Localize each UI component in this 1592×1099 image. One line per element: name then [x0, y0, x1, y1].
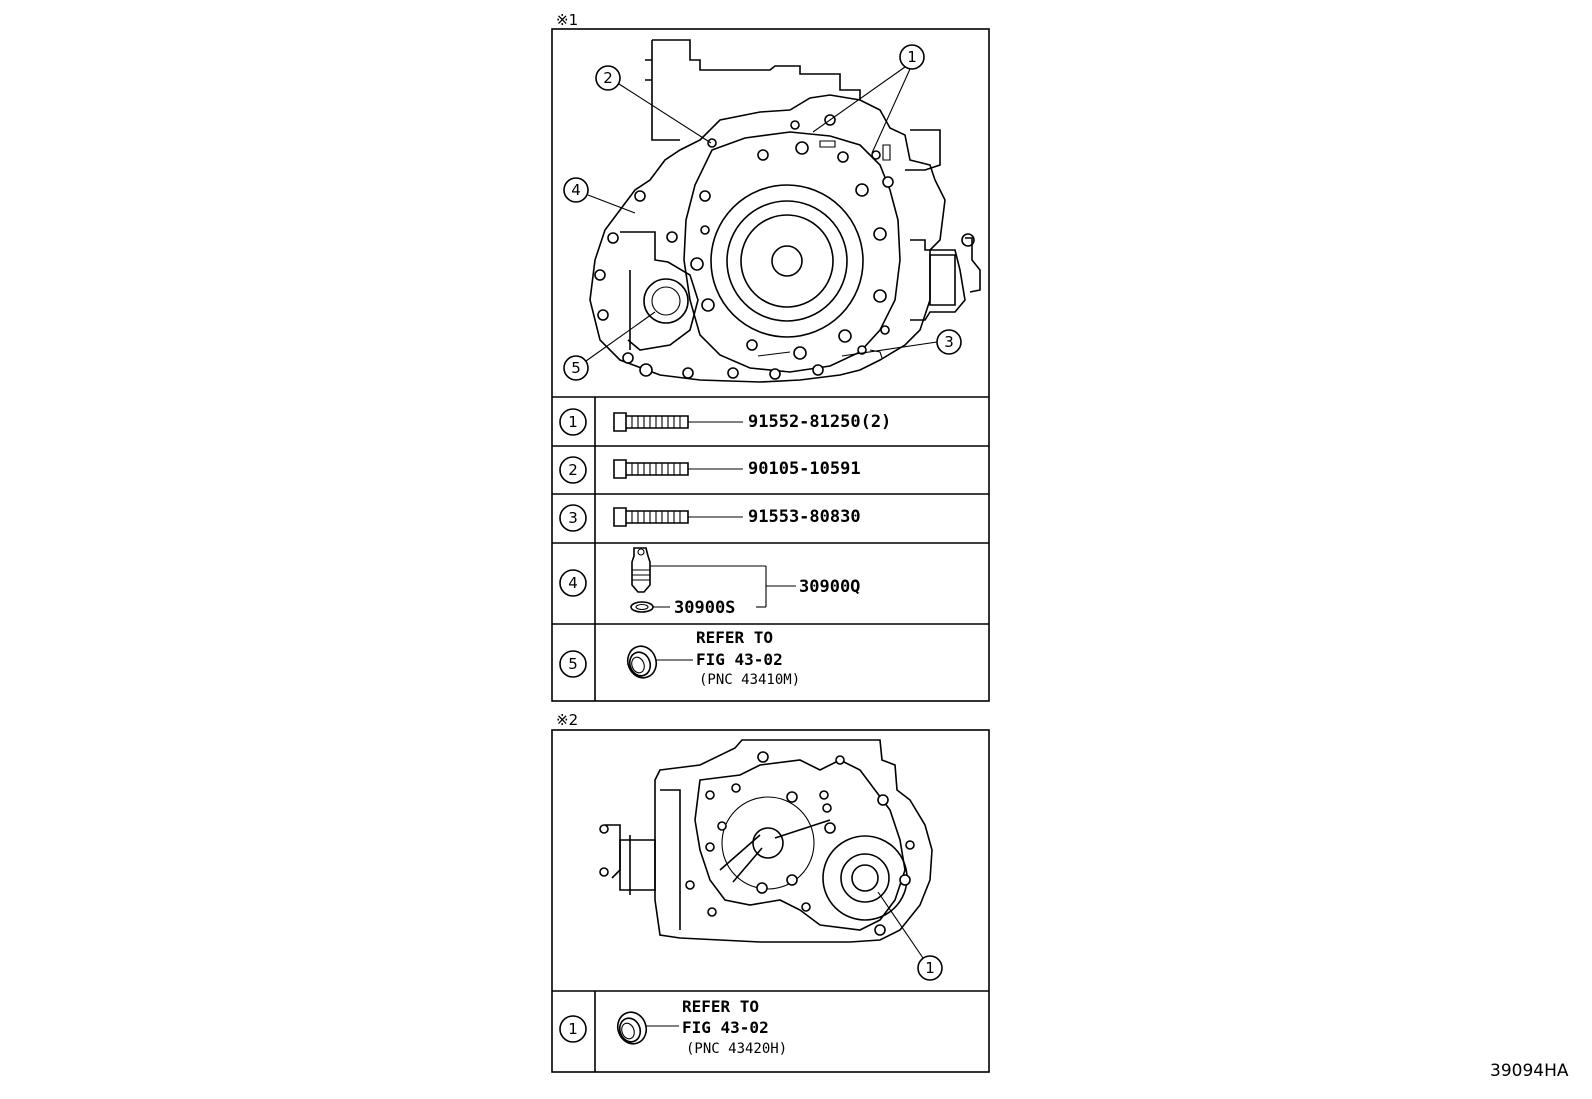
section1-row-1: 1 91552-81250(2) [559, 408, 891, 436]
callout-5: 5 [571, 359, 581, 377]
s2-ref-line1: REFER TO [682, 997, 759, 1016]
section2-marker: ※2 [556, 711, 578, 729]
transmission-front-view [589, 39, 981, 383]
section1-marker: ※1 [556, 11, 578, 29]
ref-line2: FIG 43-02 [696, 650, 783, 669]
figure-code: 39094HA [1490, 1061, 1569, 1081]
section2-frame [551, 729, 990, 1073]
part-number-90105-10591: 90105-10591 [748, 459, 861, 479]
svg-text:1: 1 [568, 1020, 578, 1038]
section1-row-3: 3 91553-80830 [559, 504, 861, 532]
svg-text:1: 1 [568, 413, 578, 431]
bolt-holes [594, 114, 894, 380]
ref-line3: (PNC 43410M) [699, 672, 800, 688]
callout-s2-1: 1 [925, 959, 935, 977]
s2-ref-line2: FIG 43-02 [682, 1018, 769, 1037]
part-number-91553-80830: 91553-80830 [748, 507, 861, 527]
callout-2: 2 [603, 69, 613, 87]
section1-row-4: 4 30900S 30900Q [559, 547, 860, 618]
section2-row-1: 1 REFER TO FIG 43-02 (PNC 43420H) [559, 997, 787, 1057]
part-number-30900Q: 30900Q [799, 577, 860, 597]
svg-text:2: 2 [568, 461, 578, 479]
s2-ref-line3: (PNC 43420H) [686, 1041, 787, 1057]
callout-4: 4 [571, 181, 581, 199]
section2-callouts: 1 [877, 891, 943, 981]
svg-text:5: 5 [568, 655, 578, 673]
section1-row-5: 5 REFER TO FIG 43-02 (PNC 43410M) [559, 628, 800, 688]
callout-3: 3 [944, 333, 954, 351]
transmission-rear-view [599, 739, 933, 943]
part-number-91552-81250: 91552-81250(2) [748, 412, 891, 432]
callout-1: 1 [907, 48, 917, 66]
svg-text:3: 3 [568, 509, 578, 527]
section1-row-2: 2 90105-10591 [559, 456, 861, 484]
part-number-30900S: 30900S [674, 598, 735, 618]
section1-frame [551, 28, 990, 702]
rear-bolt-holes [685, 751, 915, 936]
section1-callouts: 1 2 3 4 5 [563, 44, 962, 381]
ref-line1: REFER TO [696, 628, 773, 647]
svg-text:4: 4 [568, 574, 578, 592]
